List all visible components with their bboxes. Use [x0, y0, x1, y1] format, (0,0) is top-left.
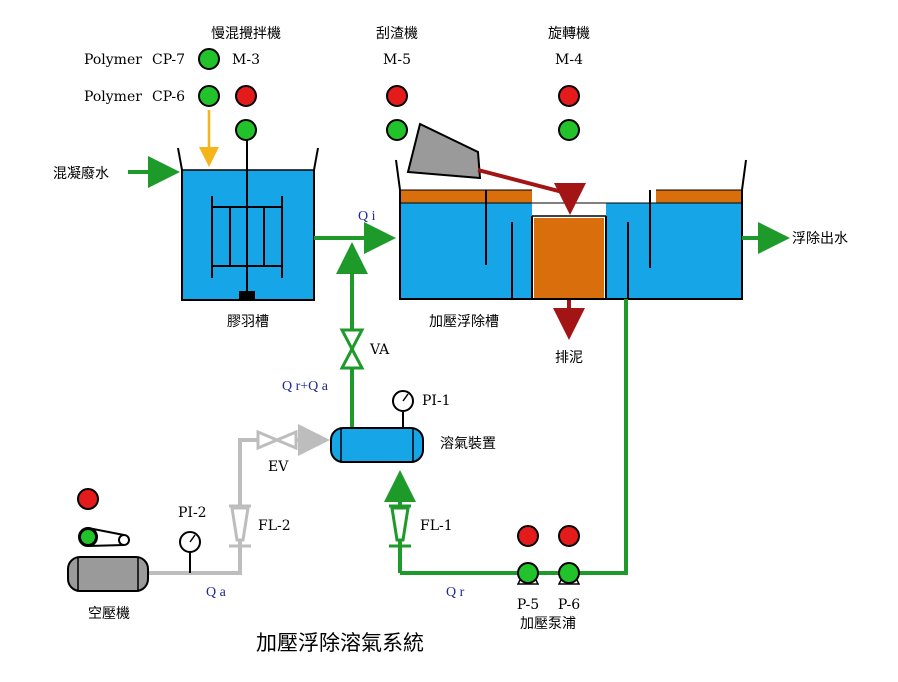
label-cp7: CP-7: [152, 52, 185, 68]
p6-pump-icon[interactable]: [557, 562, 581, 585]
label-pi1: PI-1: [422, 393, 451, 409]
label-qr: Q r: [446, 585, 465, 600]
fl1-flowmeter-icon: [389, 504, 411, 548]
label-m3: M-3: [232, 52, 260, 68]
pi2-pressure-gauge-icon: [179, 531, 201, 573]
m5-run-light-icon: [386, 119, 408, 141]
label-pump: 加壓泵浦: [520, 616, 576, 632]
label-p5: P-5: [517, 597, 539, 613]
slow-mixer-impeller: [211, 140, 283, 300]
fl2-flowmeter-icon: [229, 504, 251, 548]
label-fl2: FL-2: [258, 518, 291, 534]
m3-run-light-icon: [235, 119, 257, 141]
label-daf-tank: 加壓浮除槽: [429, 314, 499, 330]
diagram-title: 加壓浮除溶氣系統: [256, 631, 424, 655]
p5-pump-icon[interactable]: [516, 562, 540, 585]
label-qa: Q a: [206, 585, 227, 600]
m3-stop-light-icon: [235, 85, 257, 107]
daf-tank: [395, 159, 747, 300]
cp7-status-light-icon: [198, 48, 220, 70]
label-polymer-2: Polymer: [84, 89, 142, 105]
air-dissolver: [330, 412, 424, 463]
sludge-transfer-arrow: [477, 168, 586, 215]
label-dissolver: 溶氣裝置: [440, 436, 496, 452]
label-cp6: CP-6: [152, 89, 185, 105]
labels: 慢混攪拌機 刮渣機 旋轉機 Polymer CP-7 M-3 M-5 M-4 P…: [53, 25, 848, 655]
ev-valve-icon[interactable]: [256, 429, 298, 451]
label-outflow: 浮除出水: [792, 231, 848, 247]
va-valve-icon[interactable]: [339, 328, 365, 370]
label-flocculation-tank: 膠羽槽: [227, 314, 269, 330]
label-polymer-1: Polymer: [84, 52, 142, 68]
indicator-lights: [77, 48, 580, 547]
label-scraper: 刮渣機: [376, 26, 418, 42]
label-compressor: 空壓機: [88, 606, 130, 622]
p5-stop-light-icon: [517, 525, 539, 547]
label-p6: P-6: [558, 597, 580, 613]
label-slow-mixer: 慢混攪拌機: [211, 25, 281, 42]
m4-run-light-icon: [558, 119, 580, 141]
p6-stop-light-icon: [558, 525, 580, 547]
label-rotator: 旋轉機: [548, 26, 590, 42]
label-m4: M-4: [555, 52, 583, 68]
label-pi2: PI-2: [178, 505, 207, 521]
compressor-stop-light-icon: [77, 488, 99, 510]
m4-stop-light-icon: [558, 85, 580, 107]
cp6-status-light-icon: [198, 85, 220, 107]
label-m5: M-5: [383, 52, 411, 68]
label-sludge-out: 排泥: [555, 350, 583, 366]
label-fl1: FL-1: [420, 518, 453, 534]
label-ev: EV: [268, 459, 289, 475]
label-qi: Q i: [358, 209, 376, 224]
scraper-shape: [406, 122, 482, 180]
label-va: VA: [369, 342, 390, 358]
label-inflow: 混凝廢水: [53, 165, 109, 182]
label-qr-qa: Q r+Q a: [282, 379, 329, 394]
m5-stop-light-icon: [386, 85, 408, 107]
compressor-run-light-icon: [79, 528, 97, 546]
pi1-pressure-gauge-icon: [392, 390, 414, 412]
